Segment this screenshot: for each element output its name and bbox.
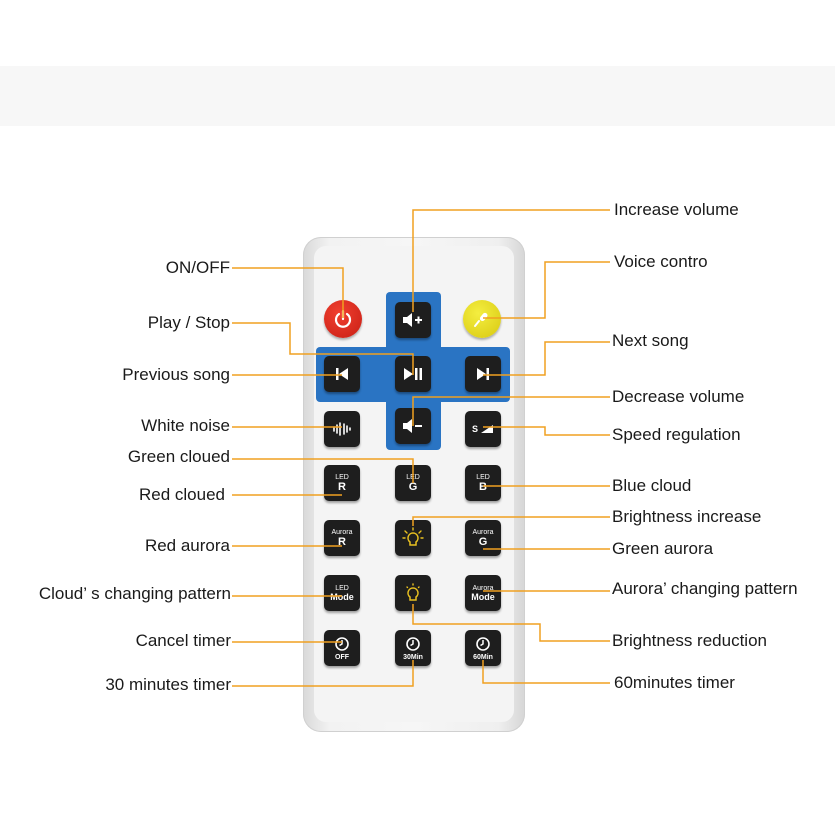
volume-down-icon [403, 419, 422, 433]
aurora-r-button[interactable]: Aurora R [324, 520, 360, 556]
label-increase-volume: Increase volume [614, 200, 739, 219]
led-g-button[interactable]: LED G [395, 465, 431, 501]
power-button[interactable] [324, 300, 362, 338]
key-bottom-label: R [338, 480, 346, 493]
key-top-label: LED [476, 473, 490, 481]
key-timer-label: OFF [335, 653, 349, 661]
clock-icon [335, 636, 349, 651]
label-play-stop: Play / Stop [147, 313, 230, 332]
key-top-label: Aurora [472, 528, 494, 536]
microphone-icon [474, 312, 488, 327]
key-bottom-label: R [338, 535, 346, 548]
brightness-reduction-button[interactable] [395, 575, 431, 611]
key-top-label: Aurora [472, 584, 494, 592]
volume-up-icon [403, 313, 422, 327]
led-r-button[interactable]: LED R [324, 465, 360, 501]
label-brightness-increase: Brightness increase [612, 507, 762, 526]
top-band [0, 66, 835, 126]
label-timer-60: 60minutes timer [614, 673, 735, 692]
timer-30-button[interactable]: 30Min [395, 630, 431, 666]
key-bottom-label: G [478, 535, 488, 548]
aurora-mode-button[interactable]: Aurora Mode [465, 575, 501, 611]
white-noise-button[interactable] [324, 411, 360, 447]
label-timer-30: 30 minutes timer [105, 675, 231, 694]
play-stop-button[interactable] [395, 356, 431, 392]
timer-60-button[interactable]: 60Min [465, 630, 501, 666]
led-b-button[interactable]: LED B [465, 465, 501, 501]
next-song-button[interactable] [465, 356, 501, 392]
label-green-aurora: Green aurora [612, 539, 714, 558]
voice-control-button[interactable] [463, 300, 501, 338]
bulb-bright-icon [402, 527, 424, 546]
key-top-label: LED [335, 473, 349, 481]
clock-icon [406, 636, 420, 651]
key-timer-label: 60Min [473, 653, 493, 661]
key-top-label: LED [335, 584, 349, 592]
label-speed-regulation: Speed regulation [612, 425, 741, 444]
label-red-aurora: Red aurora [144, 536, 230, 555]
label-on-off: ON/OFF [165, 258, 230, 277]
volume-down-button[interactable] [395, 408, 431, 444]
key-bottom-label: Mode [471, 591, 495, 602]
key-top-label: Aurora [331, 528, 353, 536]
key-timer-label: 30Min [403, 653, 423, 661]
speed-key-label: S [471, 423, 478, 434]
white-noise-icon [333, 422, 351, 436]
previous-song-button[interactable] [324, 356, 360, 392]
led-mode-button[interactable]: LED Mode [324, 575, 360, 611]
key-bottom-label: G [408, 480, 418, 493]
label-red-cloued: Red cloued [138, 485, 225, 504]
label-cancel-timer: Cancel timer [135, 631, 231, 650]
label-auroras-pattern: Aurora’ changing pattern [612, 579, 798, 598]
next-icon [477, 368, 489, 380]
label-white-noise: White noise [141, 416, 230, 435]
previous-icon [336, 368, 348, 380]
label-blue-cloud: Blue cloud [612, 476, 692, 495]
label-clouds-pattern: Cloud’ s changing pattern [38, 584, 231, 603]
bulb-dim-icon [406, 583, 420, 601]
label-brightness-reduction: Brightness reduction [612, 631, 767, 650]
aurora-g-button[interactable]: Aurora G [465, 520, 501, 556]
power-icon [334, 309, 352, 328]
clock-icon [476, 636, 490, 651]
label-decrease-volume: Decrease volume [612, 387, 745, 406]
volume-up-button[interactable] [395, 302, 431, 338]
key-top-label: LED [406, 473, 420, 481]
speed-button[interactable]: S [465, 411, 501, 447]
speed-icon [481, 425, 493, 433]
key-bottom-label: B [479, 480, 487, 493]
label-next-song: Next song [612, 331, 689, 350]
key-bottom-label: Mode [330, 591, 354, 602]
label-green-cloued: Green cloued [127, 447, 230, 466]
timer-off-button[interactable]: OFF [324, 630, 360, 666]
label-previous-song: Previous song [122, 365, 230, 384]
label-voice-control: Voice contro [614, 252, 708, 271]
play-pause-icon [404, 368, 422, 380]
brightness-increase-button[interactable] [395, 520, 431, 556]
